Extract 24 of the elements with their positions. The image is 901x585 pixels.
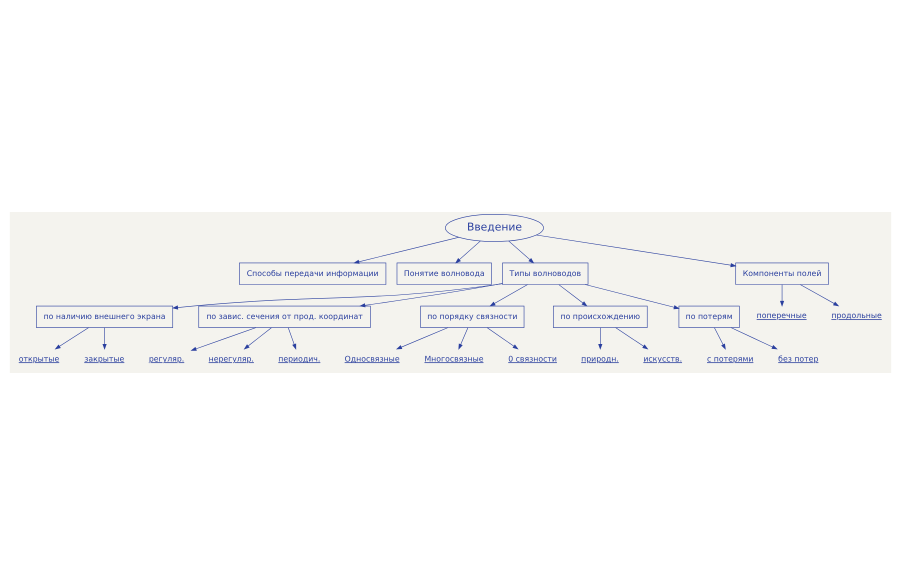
arrow bbox=[584, 284, 680, 310]
arrow bbox=[458, 327, 468, 350]
arrow bbox=[714, 327, 726, 350]
arrow bbox=[359, 283, 503, 308]
arrow bbox=[486, 327, 519, 350]
arrow bbox=[102, 327, 107, 350]
arrow bbox=[244, 327, 272, 350]
arrow bbox=[54, 327, 89, 350]
arrow bbox=[455, 240, 481, 264]
arrow bbox=[190, 327, 256, 351]
arrow bbox=[598, 327, 602, 350]
arrow bbox=[396, 327, 448, 350]
arrow bbox=[508, 240, 534, 264]
arrow bbox=[558, 284, 588, 307]
arrow bbox=[615, 327, 648, 350]
arrow bbox=[730, 327, 778, 350]
arrow bbox=[353, 236, 460, 264]
arrow bbox=[536, 234, 737, 268]
arrow bbox=[780, 284, 784, 307]
node-ellipse: Введение bbox=[445, 214, 544, 242]
arrow bbox=[288, 327, 296, 350]
arrow bbox=[800, 284, 840, 306]
arrow bbox=[489, 284, 528, 306]
arrow bbox=[172, 283, 503, 310]
